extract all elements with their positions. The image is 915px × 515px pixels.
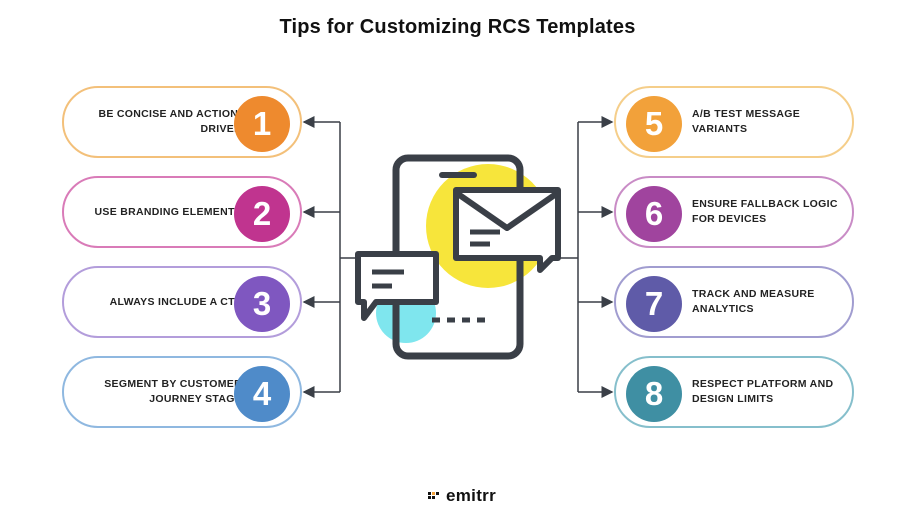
right-connectors: [558, 116, 614, 398]
tip-text-2: USE BRANDING ELEMENTS: [94, 205, 242, 218]
tip-card-6: 6 ENSURE FALLBACK LOGIC FOR DEVICES: [614, 176, 854, 248]
tip-text-8: RESPECT PLATFORM AND DESIGN LIMITS: [692, 378, 834, 405]
tip-number-badge-6: 6: [626, 186, 682, 242]
tip-text-6: ENSURE FALLBACK LOGIC FOR DEVICES: [692, 198, 838, 225]
tip-card-2: USE BRANDING ELEMENTS 2: [62, 176, 302, 248]
tip-card-5: 5 A/B TEST MESSAGE VARIANTS: [614, 86, 854, 158]
tip-number-badge-5: 5: [626, 96, 682, 152]
left-connectors: [302, 116, 358, 398]
tip-text-4: SEGMENT BY CUSTOMER JOURNEY STAGE: [104, 378, 242, 405]
logo-text: emitrr: [446, 486, 496, 505]
emitrr-logo: emitrr: [428, 486, 496, 506]
envelope-flap: [456, 191, 558, 231]
tip-number-badge-2: 2: [234, 186, 290, 242]
tip-number-badge-3: 3: [234, 276, 290, 332]
tip-text-7: TRACK AND MEASURE ANALYTICS: [692, 288, 815, 315]
tip-number-badge-1: 1: [234, 96, 290, 152]
tip-number-badge-7: 7: [626, 276, 682, 332]
tip-card-7: 7 TRACK AND MEASURE ANALYTICS: [614, 266, 854, 338]
page-title: Tips for Customizing RCS Templates: [279, 16, 636, 38]
tip-card-1: BE CONCISE AND ACTION-DRIVEN 1: [62, 86, 302, 158]
tip-text-3: ALWAYS INCLUDE A CTA: [109, 295, 242, 308]
tip-number-badge-8: 8: [626, 366, 682, 422]
emitrr-dots-icon: [428, 492, 439, 499]
tip-text-1: BE CONCISE AND ACTION-DRIVEN: [98, 108, 242, 135]
tip-card-4: SEGMENT BY CUSTOMER JOURNEY STAGE 4: [62, 356, 302, 428]
tip-number-badge-4: 4: [234, 366, 290, 422]
tip-text-5: A/B TEST MESSAGE VARIANTS: [692, 108, 801, 135]
tip-card-8: 8 RESPECT PLATFORM AND DESIGN LIMITS: [614, 356, 854, 428]
tip-card-3: ALWAYS INCLUDE A CTA 3: [62, 266, 302, 338]
phone-chat-bubbles-icon: [355, 154, 561, 360]
